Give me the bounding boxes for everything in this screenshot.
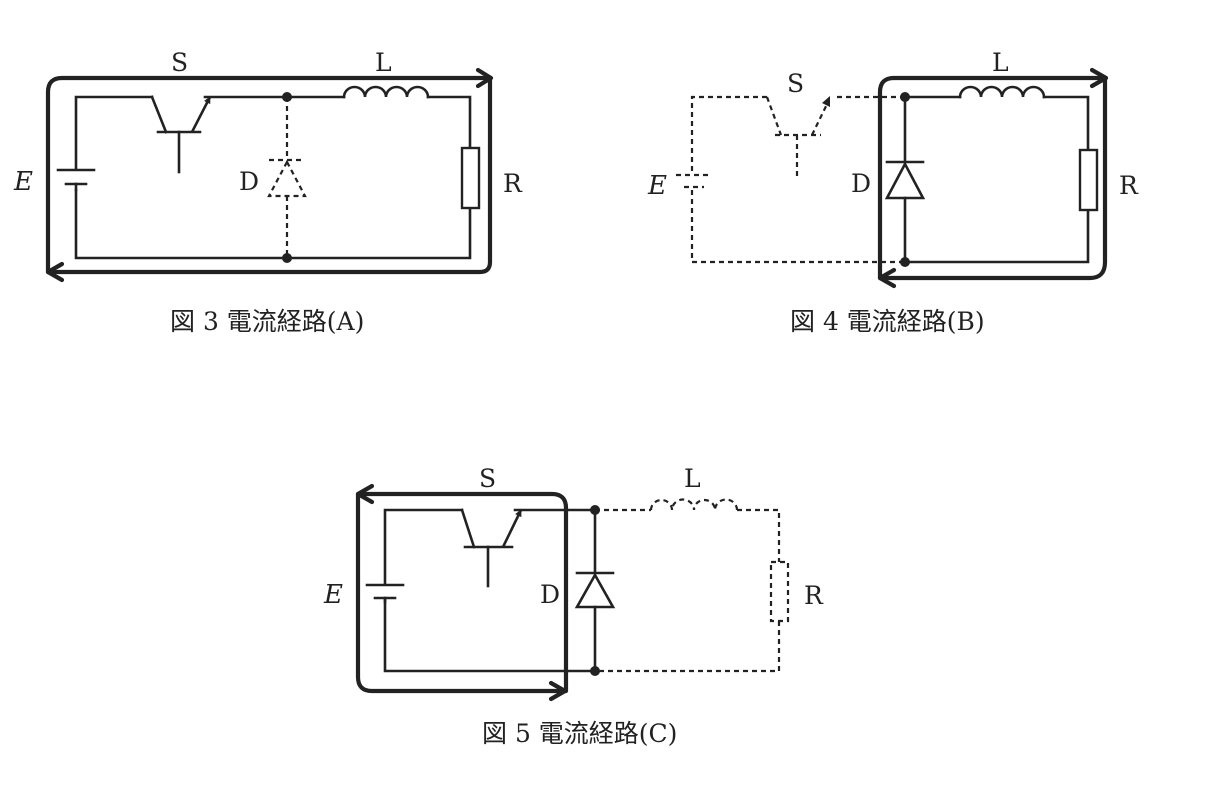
figure-3: S L E D R 図 3 電流経路(A) — [13, 48, 523, 336]
resistor-body — [460, 146, 481, 210]
label-d: D — [239, 167, 259, 196]
diode-triangle — [884, 161, 926, 200]
transistor-emitter-arrow — [822, 96, 830, 107]
figure-5: S L E D R 図 5 電流経路(C) — [323, 464, 824, 748]
junction-dot-bottom — [900, 257, 910, 267]
current-path-c — [355, 491, 569, 694]
label-d: D — [540, 580, 560, 609]
label-d: D — [851, 169, 871, 198]
label-e: E — [323, 580, 343, 610]
current-arrow-bottom — [45, 261, 65, 283]
label-r: R — [503, 169, 523, 198]
current-arrow-top — [475, 67, 494, 89]
inductor-coil — [649, 498, 739, 511]
inductor-coil — [342, 85, 430, 99]
resistor-body — [769, 560, 790, 623]
transistor-collector — [460, 508, 476, 549]
junction-dot-top — [590, 505, 600, 515]
label-s: S — [787, 69, 804, 98]
current-arrow-top — [355, 483, 375, 505]
transistor-emitter — [190, 96, 212, 133]
wire-top-after-l — [426, 95, 472, 150]
junction-dot-bottom — [282, 253, 292, 263]
transistor-collector — [765, 96, 783, 136]
diode-triangle — [267, 159, 307, 198]
dashed-wire-bottom — [595, 621, 781, 673]
dashed-wire-bottom — [690, 190, 905, 264]
wire-top-left — [383, 508, 464, 585]
label-e: E — [13, 167, 33, 197]
label-l: L — [684, 464, 701, 493]
current-arrow-top — [1089, 67, 1109, 89]
transistor-emitter — [811, 99, 830, 136]
current-arrow-bottom — [548, 680, 568, 702]
dashed-wire-top-after-l — [737, 508, 781, 562]
diode-triangle — [574, 572, 616, 609]
transistor-emitter — [501, 509, 523, 548]
figure-4: S L E D R 図 4 電流経路(B) — [647, 48, 1139, 336]
caption-fig5: 図 5 電流経路(C) — [482, 719, 677, 748]
current-arrow-bottom — [877, 267, 897, 289]
label-r: R — [804, 581, 824, 610]
junction-dot-top — [282, 92, 292, 102]
junction-dot-bottom — [590, 666, 600, 676]
current-path-a — [45, 75, 493, 275]
resistor-body — [1078, 148, 1099, 212]
transistor-collector — [150, 95, 168, 134]
dashed-wire-left-2 — [690, 95, 767, 172]
wire-bottom — [383, 598, 597, 673]
wire-r-bottom — [74, 188, 472, 260]
caption-fig4: 図 4 電流経路(B) — [790, 307, 985, 336]
label-l: L — [992, 48, 1009, 77]
label-e: E — [647, 171, 667, 201]
label-r: R — [1119, 171, 1139, 200]
wire-r-bottom — [903, 208, 1090, 264]
wire-top-after-l — [1042, 95, 1090, 152]
caption-fig3: 図 3 電流経路(A) — [170, 307, 364, 336]
junction-dot-top — [900, 92, 910, 102]
label-l: L — [375, 48, 392, 77]
label-s: S — [171, 48, 188, 77]
inductor-coil — [958, 85, 1046, 99]
wire-top-left — [74, 95, 154, 170]
label-s: S — [479, 464, 496, 493]
